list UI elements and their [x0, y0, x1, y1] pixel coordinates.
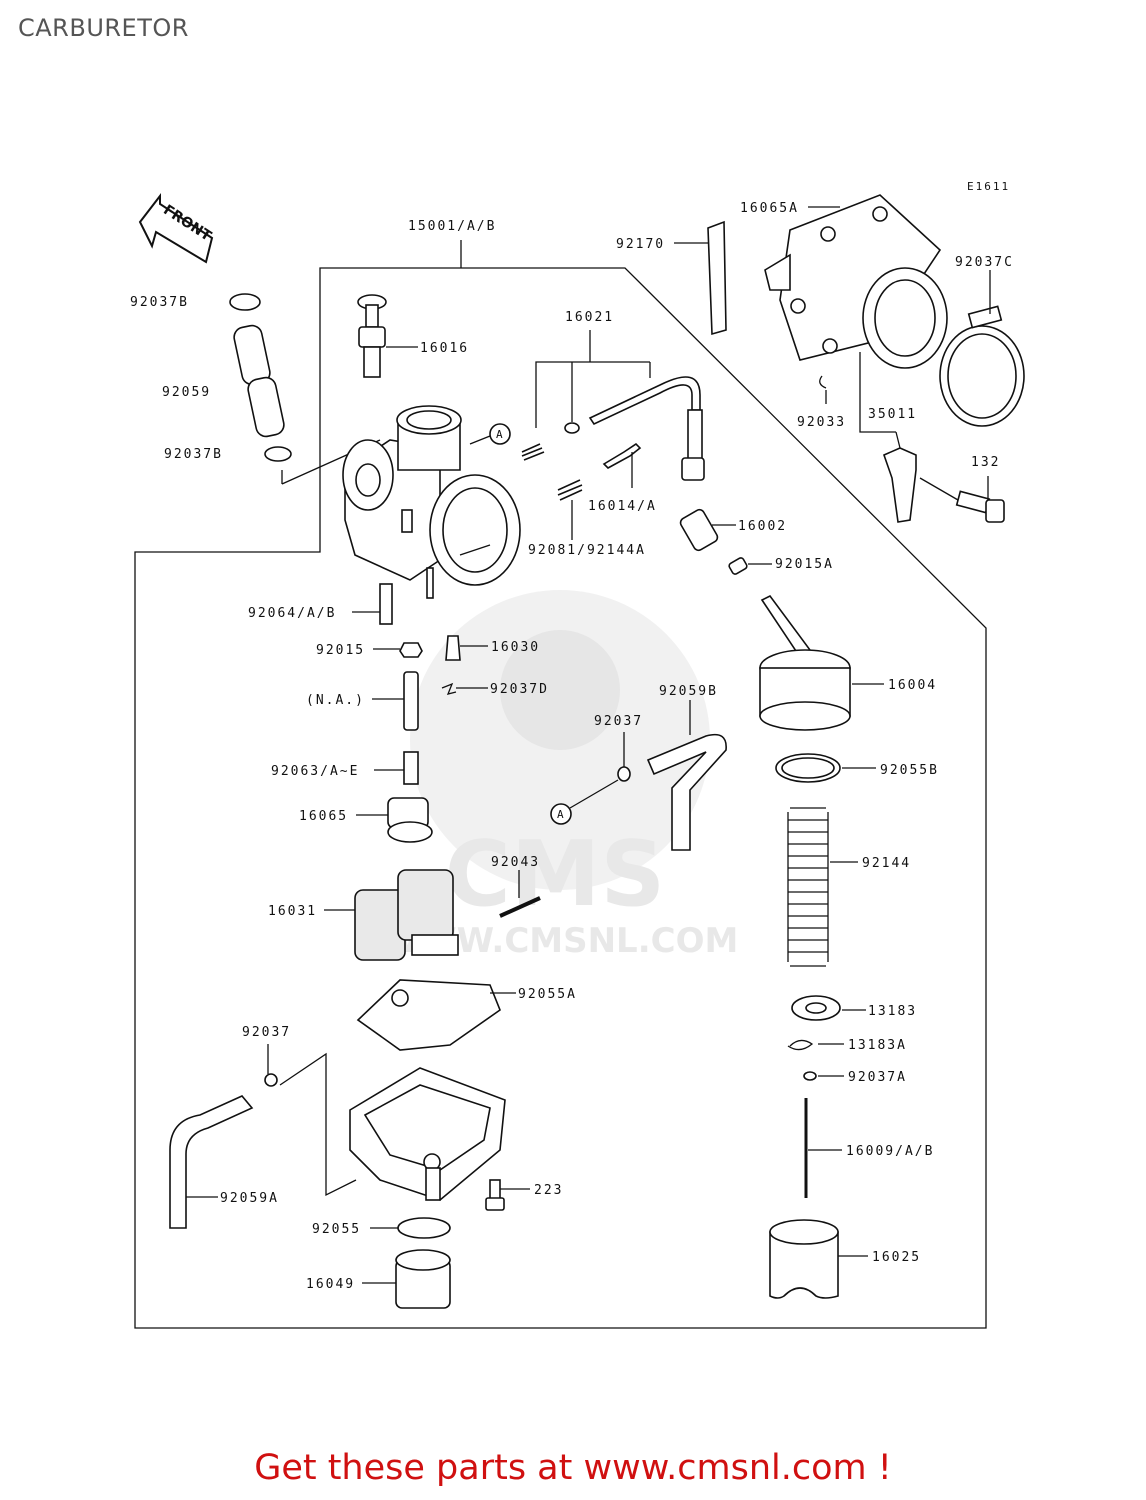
- part-92015A-nut: [728, 557, 748, 575]
- label-16004: 16004: [888, 678, 937, 693]
- part-92037-mid-clip: [617, 766, 631, 782]
- part-16065-valve: [387, 797, 433, 843]
- part-16025-throttle-slide: [769, 1219, 839, 1299]
- part-92059B-hose: [646, 733, 727, 851]
- label-16021: 16021: [565, 310, 614, 325]
- carburetor-exploded-diagram: CMS WWW.CMSNL.COM FRONT E1611 A: [130, 180, 1025, 1329]
- label-92037D: 92037D: [490, 682, 549, 697]
- part-16031-float: [354, 869, 459, 961]
- part-16030-jet: [445, 635, 461, 661]
- part-16002-adjuster: [679, 508, 719, 552]
- assembly-frame: [134, 267, 987, 1329]
- part-92055-o-ring: [397, 1217, 451, 1239]
- label-92037B-bottom: 92037B: [164, 447, 223, 462]
- label-92059: 92059: [162, 385, 211, 400]
- label-92170: 92170: [616, 237, 665, 252]
- callout-a-mid: [550, 803, 572, 825]
- part-13183A-clip: [787, 1039, 814, 1051]
- label-16065: 16065: [299, 809, 348, 824]
- label-92055: 92055: [312, 1222, 361, 1237]
- part-92059-hose-lower: [247, 376, 285, 438]
- part-92055A-gasket: [356, 979, 501, 1051]
- label-na: (N.A.): [306, 693, 365, 708]
- part-float-bowl: [349, 1067, 506, 1201]
- part-92037B-top-clip: [229, 293, 261, 311]
- part-92037A-clip: [803, 1071, 817, 1081]
- part-16049-drain-plug: [395, 1249, 451, 1309]
- part-16021-nut: [564, 422, 580, 434]
- label-16025: 16025: [872, 1250, 921, 1265]
- part-92037D-clip: [441, 682, 457, 695]
- label-16065A: 16065A: [740, 201, 799, 216]
- label-16009: 16009/A/B: [846, 1144, 934, 1159]
- label-92059A: 92059A: [220, 1191, 279, 1206]
- label-92015A: 92015A: [775, 557, 834, 572]
- part-92037B-bottom-clip: [264, 446, 292, 462]
- front-arrow-icon: FRONT: [138, 193, 214, 264]
- label-92055A: 92055A: [518, 987, 577, 1002]
- label-16014A: 16014/A: [588, 499, 657, 514]
- part-92015-nut: [399, 642, 423, 658]
- label-92037-low: 92037: [242, 1025, 291, 1040]
- label-92063: 92063/A~E: [271, 764, 359, 779]
- part-92033-clip: [819, 375, 827, 389]
- label-16002: 16002: [738, 519, 787, 534]
- label-223: 223: [534, 1183, 563, 1198]
- label-92064: 92064/A/B: [248, 606, 336, 621]
- label-16031: 16031: [268, 904, 317, 919]
- part-16014-screw: [602, 442, 642, 469]
- diagram-code: E1611: [967, 180, 1010, 193]
- label-92043: 92043: [491, 855, 540, 870]
- label-92015: 92015: [316, 643, 365, 658]
- part-na-emulsion-tube: [403, 671, 419, 731]
- watermark-logo: CMS: [445, 822, 665, 927]
- callout-a-top: [489, 423, 511, 445]
- label-92037C: 92037C: [955, 255, 1014, 270]
- label-15001: 15001/A/B: [408, 219, 496, 234]
- label-92081-92144A: 92081/92144A: [528, 543, 646, 558]
- label-16030: 16030: [491, 640, 540, 655]
- label-92033: 92033: [797, 415, 846, 430]
- watermark-mascot-head: [500, 630, 620, 750]
- label-92037B-top: 92037B: [130, 295, 189, 310]
- part-92063-jet: [403, 751, 419, 785]
- label-92037-mid: 92037: [594, 714, 643, 729]
- label-16049: 16049: [306, 1277, 355, 1292]
- part-16016-adjuster: [357, 294, 387, 378]
- callout-a-mid-label: A: [557, 808, 566, 821]
- label-35011: 35011: [868, 407, 917, 422]
- part-92081-spring: [557, 479, 583, 501]
- part-35011-bracket: [883, 447, 917, 523]
- label-92059B: 92059B: [659, 684, 718, 699]
- callout-a-top-label: A: [496, 428, 505, 441]
- part-92043-pin: [499, 896, 541, 918]
- part-132-bolt: [955, 490, 1005, 523]
- label-13183A: 13183A: [848, 1038, 907, 1053]
- part-16021-spring: [521, 443, 545, 461]
- part-92037-low-clip: [264, 1073, 278, 1087]
- part-16021-throttle-pipe: [588, 376, 705, 481]
- label-16016: 16016: [420, 341, 469, 356]
- part-92144-spring: [787, 807, 829, 967]
- label-92037A: 92037A: [848, 1070, 907, 1085]
- part-16004-cap: [759, 594, 851, 731]
- label-13183: 13183: [868, 1004, 917, 1019]
- part-92037C-clamp: [939, 305, 1025, 427]
- parts-cta-link[interactable]: Get these parts at www.cmsnl.com !: [254, 1448, 892, 1488]
- label-92055B: 92055B: [880, 763, 939, 778]
- part-16065A-manifold: [764, 194, 948, 369]
- part-92064-jet: [379, 583, 393, 625]
- part-92059A-hose: [169, 1095, 254, 1229]
- part-223-screw: [485, 1179, 505, 1211]
- part-15001-carburetor-body: [342, 405, 521, 599]
- label-132: 132: [971, 455, 1000, 470]
- label-92144: 92144: [862, 856, 911, 871]
- page-title: CARBURETOR: [18, 14, 189, 42]
- part-92170-strap: [707, 220, 727, 336]
